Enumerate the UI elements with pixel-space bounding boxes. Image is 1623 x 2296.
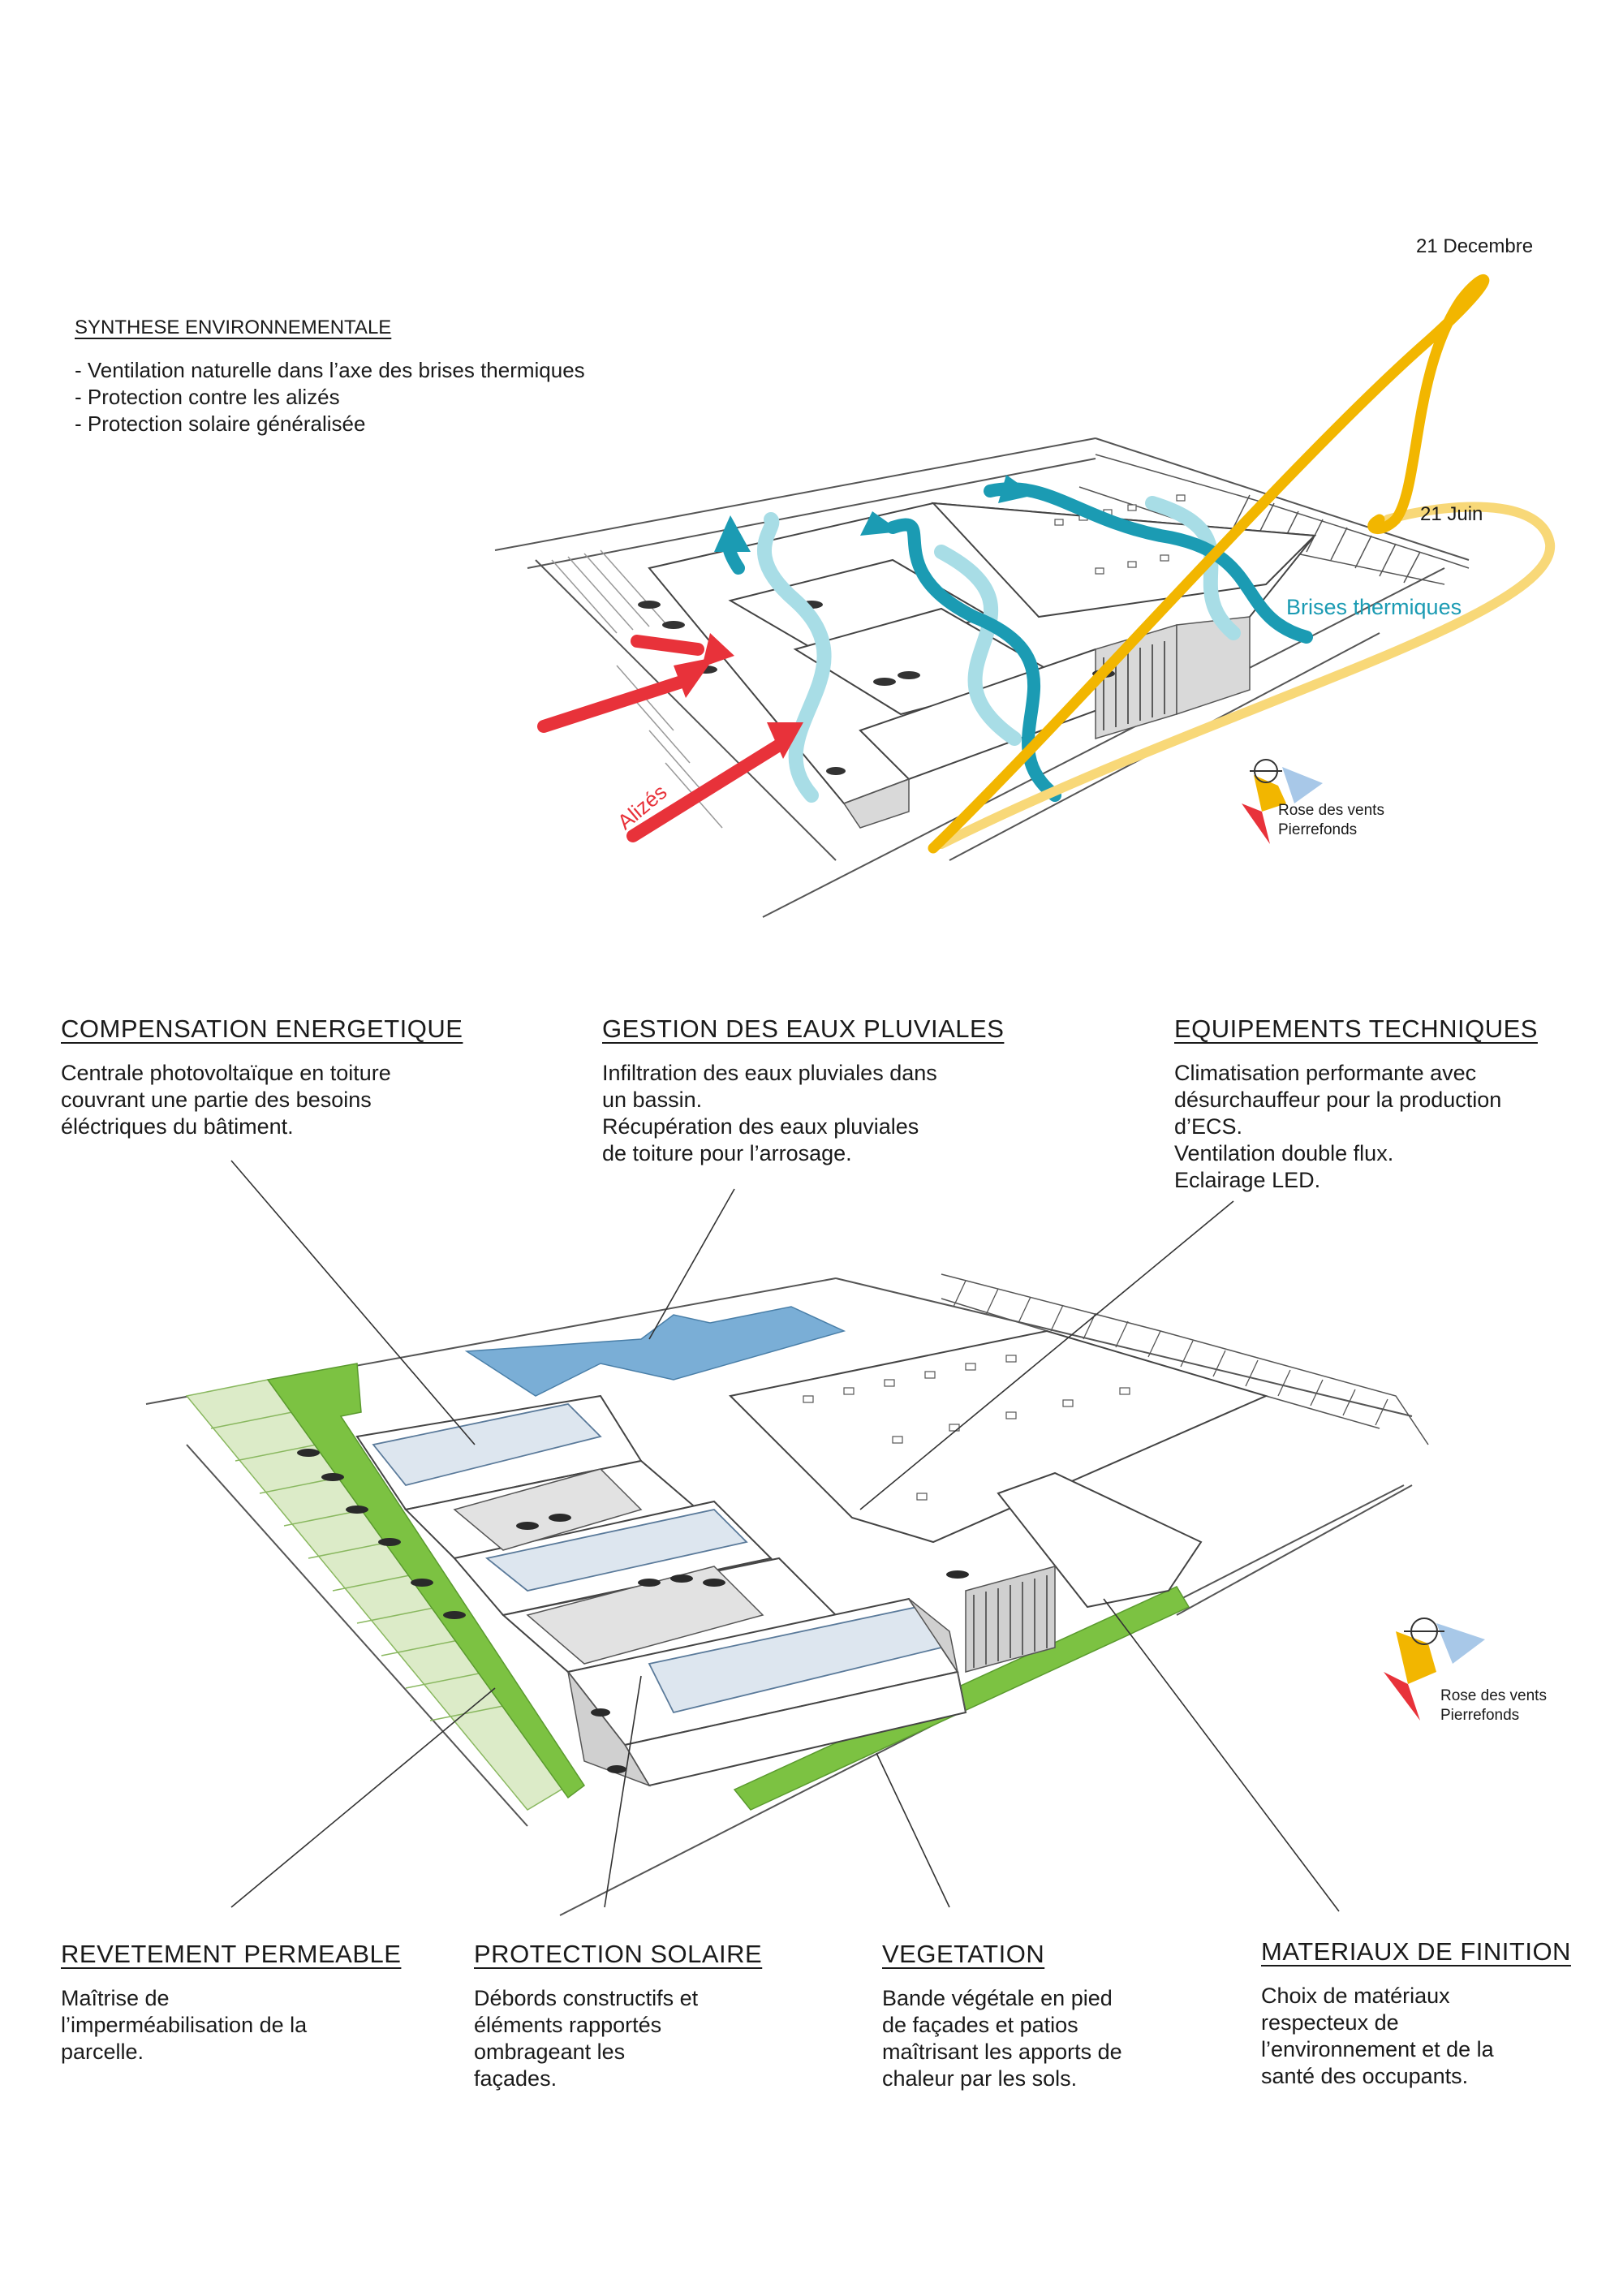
section-body: Infiltration des eaux pluviales dans un … [602, 1061, 937, 1165]
synthese-title: SYNTHESE ENVIRONNEMENTALE [75, 317, 392, 338]
section-body: Centrale photovoltaïque en toiture couvr… [61, 1061, 391, 1139]
section-title: VEGETATION [882, 1940, 1045, 1968]
wind-rose-top-label: Rose des vents Pierrefonds [1278, 802, 1384, 838]
section-equipements-techniques: EQUIPEMENTS TECHNIQUES Climatisation per… [1174, 1014, 1538, 1194]
section-revetement-permeable: REVETEMENT PERMEABLE Maîtrise de l’imper… [61, 1940, 401, 2066]
section-body: Bande végétale en pied de façades et pat… [882, 1986, 1122, 2091]
section-title: GESTION DES EAUX PLUVIALES [602, 1014, 1005, 1043]
synthese-list: - Ventilation naturelle dans l’axe des b… [75, 357, 585, 437]
section-title: REVETEMENT PERMEABLE [61, 1940, 402, 1968]
thermal-breeze-label: Brises thermiques [1286, 595, 1462, 619]
synthese-item: - Ventilation naturelle dans l’axe des b… [75, 358, 585, 382]
section-body: Climatisation performante avec désurchau… [1174, 1061, 1502, 1192]
section-body: Choix de matériaux respecteux de l’envir… [1261, 1984, 1494, 2088]
section-protection-solaire: PROTECTION SOLAIRE Débords constructifs … [474, 1940, 762, 2092]
section-body: Débords constructifs et éléments rapport… [474, 1986, 699, 2091]
sun-june-label: 21 Juin [1420, 503, 1483, 525]
section-body: Maîtrise de l’imperméabilisation de la p… [61, 1986, 308, 2064]
environmental-synthesis-drawing [494, 274, 1556, 918]
wind-rose-bottom-label: Rose des vents Pierrefonds [1440, 1687, 1547, 1724]
sun-december-label: 21 Decembre [1416, 235, 1534, 257]
section-materiaux-finition: MATERIAUX DE FINITION Choix de matériaux… [1261, 1937, 1571, 2090]
synthese-item: - Protection solaire généralisée [75, 411, 366, 436]
section-compensation-energetique: COMPENSATION ENERGETIQUE Centrale photov… [61, 1014, 463, 1140]
wind-rose-top-icon [1242, 759, 1323, 844]
synthese-item: - Protection contre les alizés [75, 385, 340, 409]
section-vegetation: VEGETATION Bande végétale en pied de faç… [882, 1940, 1122, 2092]
section-gestion-eaux-pluviales: GESTION DES EAUX PLUVIALES Infiltration … [602, 1014, 1004, 1167]
section-title: PROTECTION SOLAIRE [474, 1940, 763, 1968]
section-title: EQUIPEMENTS TECHNIQUES [1174, 1014, 1538, 1043]
section-title: MATERIAUX DE FINITION [1261, 1937, 1571, 1966]
section-title: COMPENSATION ENERGETIQUE [61, 1014, 463, 1043]
